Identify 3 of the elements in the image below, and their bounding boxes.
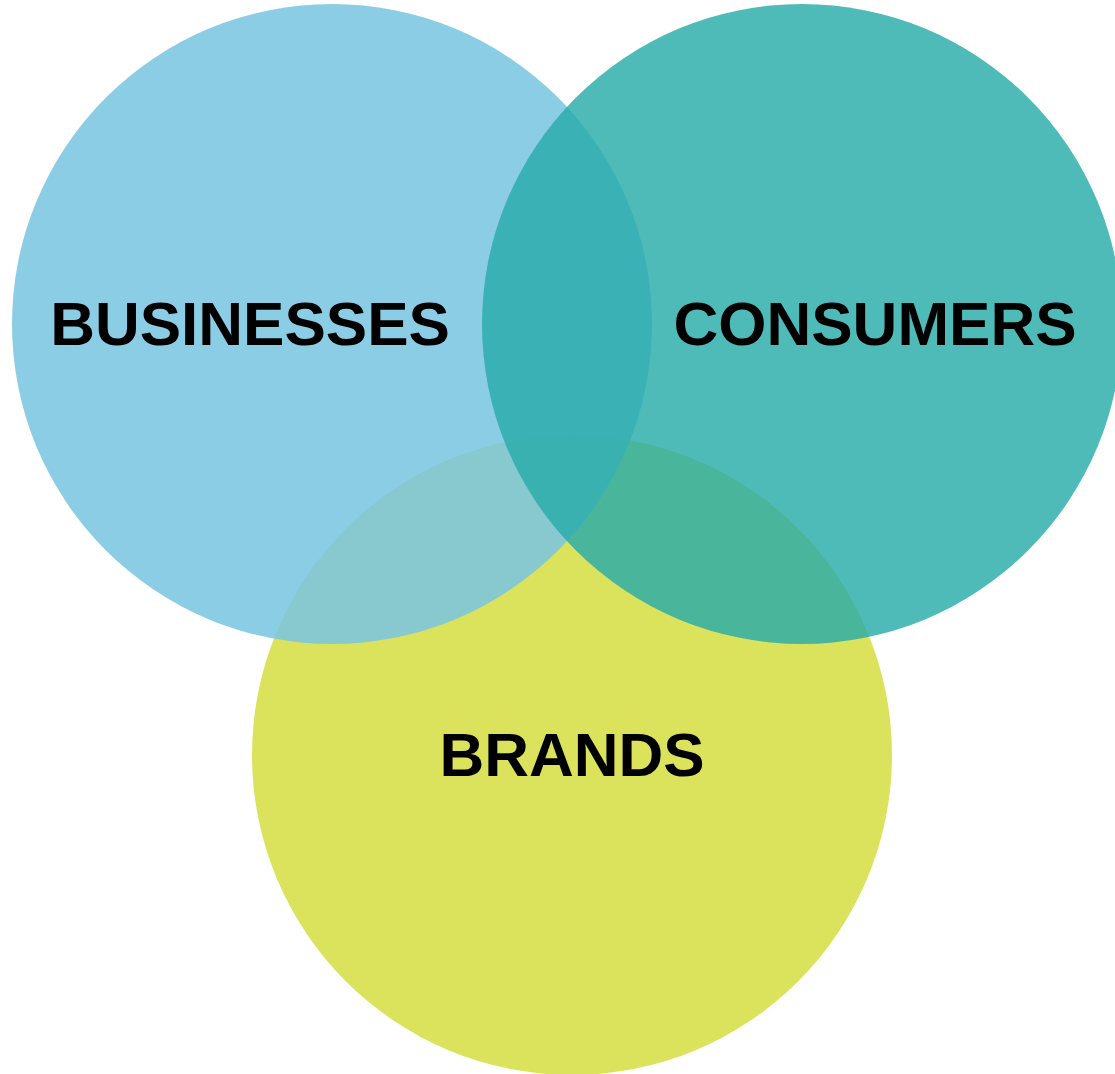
circle-label: CONSUMERS <box>673 293 1077 355</box>
circle-label: BUSINESSES <box>50 293 450 355</box>
circle-label: BRANDS <box>439 724 705 786</box>
